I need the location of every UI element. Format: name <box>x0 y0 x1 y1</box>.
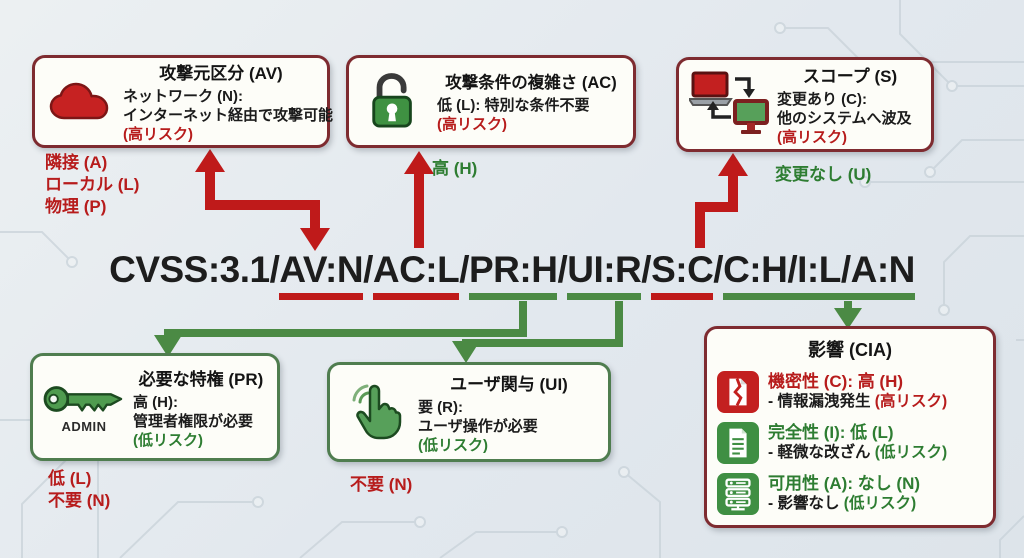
integrity-row: 完全性 (I): 低 (L) - 軽微な改ざん (低リスク) <box>717 417 983 468</box>
attack-vector-risk: (高リスク) <box>123 126 193 143</box>
attack-vector-other-values: 隣接 (A) ローカル (L) 物理 (P) <box>45 153 140 216</box>
scope-other-value: 変更なし (U) <box>775 165 872 184</box>
availability-row: 可用性 (A): なし (N) - 影響なし (低リスク) <box>717 468 983 519</box>
arrow-ui <box>452 301 623 363</box>
attack-vector-value: ネットワーク (N): <box>123 88 243 105</box>
user-interaction-other-value: 不要 (N) <box>350 475 413 494</box>
user-interaction-title: ユーザ関与 (UI) <box>450 374 568 394</box>
privileges-required-value: 高 (H): <box>133 393 178 411</box>
broken-document-icon <box>717 370 759 413</box>
server-icon <box>717 472 759 515</box>
admin-key-label: ADMIN <box>61 419 107 434</box>
system-transfer-icon <box>687 68 771 142</box>
attack-vector-box: 攻撃元区分 (AV) ネットワーク (N): インターネット経由で攻撃可能 (高… <box>32 55 334 148</box>
cloud-icon <box>43 80 117 124</box>
privileges-required-other-values: 低 (L) 不要 (N) <box>48 469 111 510</box>
cvss-vector-string: CVSS:3.1/AV:N/AC:L/PR:H/UI:R/S:C/C:H/I:L… <box>0 249 1024 300</box>
scope-title: スコープ (S) <box>802 67 898 86</box>
arrow-s <box>695 153 748 248</box>
user-interaction-box: ユーザ関与 (UI) 要 (R): ユーザ操作が必要 (低リスク) <box>327 362 611 462</box>
integrity-value: 完全性 (I): 低 (L) <box>768 423 894 442</box>
scope-risk: (高リスク) <box>777 129 847 146</box>
admin-key-icon: ADMIN <box>41 380 127 434</box>
attack-complexity-value: 低 (L): 特別な条件不要 <box>437 97 590 114</box>
attack-vector-desc: インターネット経由で攻撃可能 <box>123 107 334 124</box>
availability-value: 可用性 (A): なし (N) <box>768 474 921 493</box>
arrow-pr <box>154 301 527 357</box>
cvss-seg-ac: AC:L <box>372 249 460 300</box>
arrow-impact <box>834 301 862 329</box>
availability-desc: - 影響なし (低リスク) <box>768 495 917 512</box>
attack-complexity-title: 攻撃条件の複雑さ (AC) <box>445 74 617 92</box>
cvss-seg-av: AV:N <box>279 249 364 300</box>
scope-desc: 他のシステムへ波及 <box>777 110 912 127</box>
attack-complexity-box: 攻撃条件の複雑さ (AC) 低 (L): 特別な条件不要 (高リスク) <box>346 55 636 148</box>
open-padlock-icon <box>357 71 431 133</box>
cvss-seg-s: S:C <box>651 249 714 300</box>
attack-complexity-risk: (高リスク) <box>437 116 507 133</box>
cvss-seg-pr: PR:H <box>469 249 558 300</box>
arrow-ac <box>404 151 434 248</box>
attack-complexity-other-value: 高 (H) <box>432 159 478 178</box>
arrow-av <box>195 149 330 251</box>
impact-title: 影響 (CIA) <box>808 340 892 360</box>
scope-box: スコープ (S) 変更あり (C): 他のシステムへ波及 (高リスク) <box>676 57 934 152</box>
touch-icon <box>338 381 412 443</box>
cvss-seg-prefix: CVSS:3.1/ <box>109 249 280 290</box>
document-icon <box>717 421 759 464</box>
cvss-seg-ui: UI:R <box>567 249 642 300</box>
confidentiality-desc: - 情報漏洩発生 (高リスク) <box>768 393 948 410</box>
privileges-required-desc: 管理者権限が必要 <box>133 412 254 430</box>
scope-value: 変更あり (C): <box>777 91 867 108</box>
confidentiality-row: 機密性 (C): 高 (H) - 情報漏洩発生 (高リスク) <box>717 366 983 417</box>
privileges-required-risk: (低リスク) <box>133 431 203 449</box>
user-interaction-value: 要 (R): <box>418 398 463 416</box>
privileges-required-box: ADMIN 必要な特権 (PR) 高 (H): 管理者権限が必要 (低リスク) <box>30 353 280 461</box>
integrity-desc: - 軽微な改ざん (低リスク) <box>768 444 948 461</box>
privileges-required-title: 必要な特権 (PR) <box>138 369 264 389</box>
confidentiality-value: 機密性 (C): 高 (H) <box>768 372 904 391</box>
cvss-seg-cia: C:H/I:L/A:N <box>723 249 915 300</box>
user-interaction-desc: ユーザ操作が必要 <box>418 417 538 435</box>
attack-vector-title: 攻撃元区分 (AV) <box>159 64 283 83</box>
impact-box: 影響 (CIA) 機密性 (C): 高 (H) - 情報漏洩発生 (高リスク) <box>704 326 996 528</box>
user-interaction-risk: (低リスク) <box>418 436 488 454</box>
